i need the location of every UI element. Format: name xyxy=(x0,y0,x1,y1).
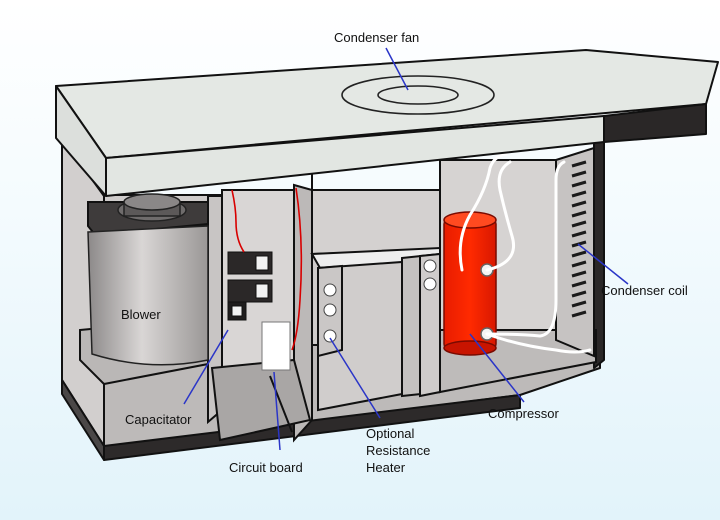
pointer-capacitator xyxy=(183,329,229,405)
label-optional-line2: Resistance xyxy=(366,443,430,458)
label-optional-line3: Heater xyxy=(366,460,406,475)
compressor-left-wall xyxy=(419,252,441,398)
label-condenser-coil: Condenser coil xyxy=(601,283,688,298)
pointer-compressor xyxy=(469,333,525,403)
capacitor-icon xyxy=(227,251,273,321)
cabinet-base-front xyxy=(103,394,521,461)
lid-left-face xyxy=(55,85,107,197)
blower-icon xyxy=(87,193,209,366)
top-lid xyxy=(55,49,719,197)
refrigerant-tubing xyxy=(458,152,592,354)
labels: Condenser fan Blower Condenser coil Capa… xyxy=(121,30,688,475)
label-blower: Blower xyxy=(121,307,161,322)
circuit-board-icon xyxy=(261,321,291,371)
pointer-circuit-board xyxy=(273,371,281,451)
coil-icon xyxy=(571,160,587,318)
heater-icon xyxy=(323,259,437,343)
control-compartment xyxy=(210,183,313,443)
pointer-condenser-fan xyxy=(385,47,409,91)
label-condenser-fan: Condenser fan xyxy=(334,30,419,45)
pointer-lines xyxy=(183,47,629,451)
wiring xyxy=(231,187,303,351)
pointer-resistance-heater xyxy=(329,337,381,419)
label-compressor: Compressor xyxy=(488,406,559,421)
label-optional-line1: Optional xyxy=(366,426,415,441)
pointer-condenser-coil xyxy=(577,243,629,285)
heater-back-panel xyxy=(311,189,441,256)
label-capacitator: Capacitator xyxy=(125,412,192,427)
label-circuit-board: Circuit board xyxy=(229,460,303,475)
lid-right-face xyxy=(603,103,707,143)
fan-icon xyxy=(341,75,495,115)
